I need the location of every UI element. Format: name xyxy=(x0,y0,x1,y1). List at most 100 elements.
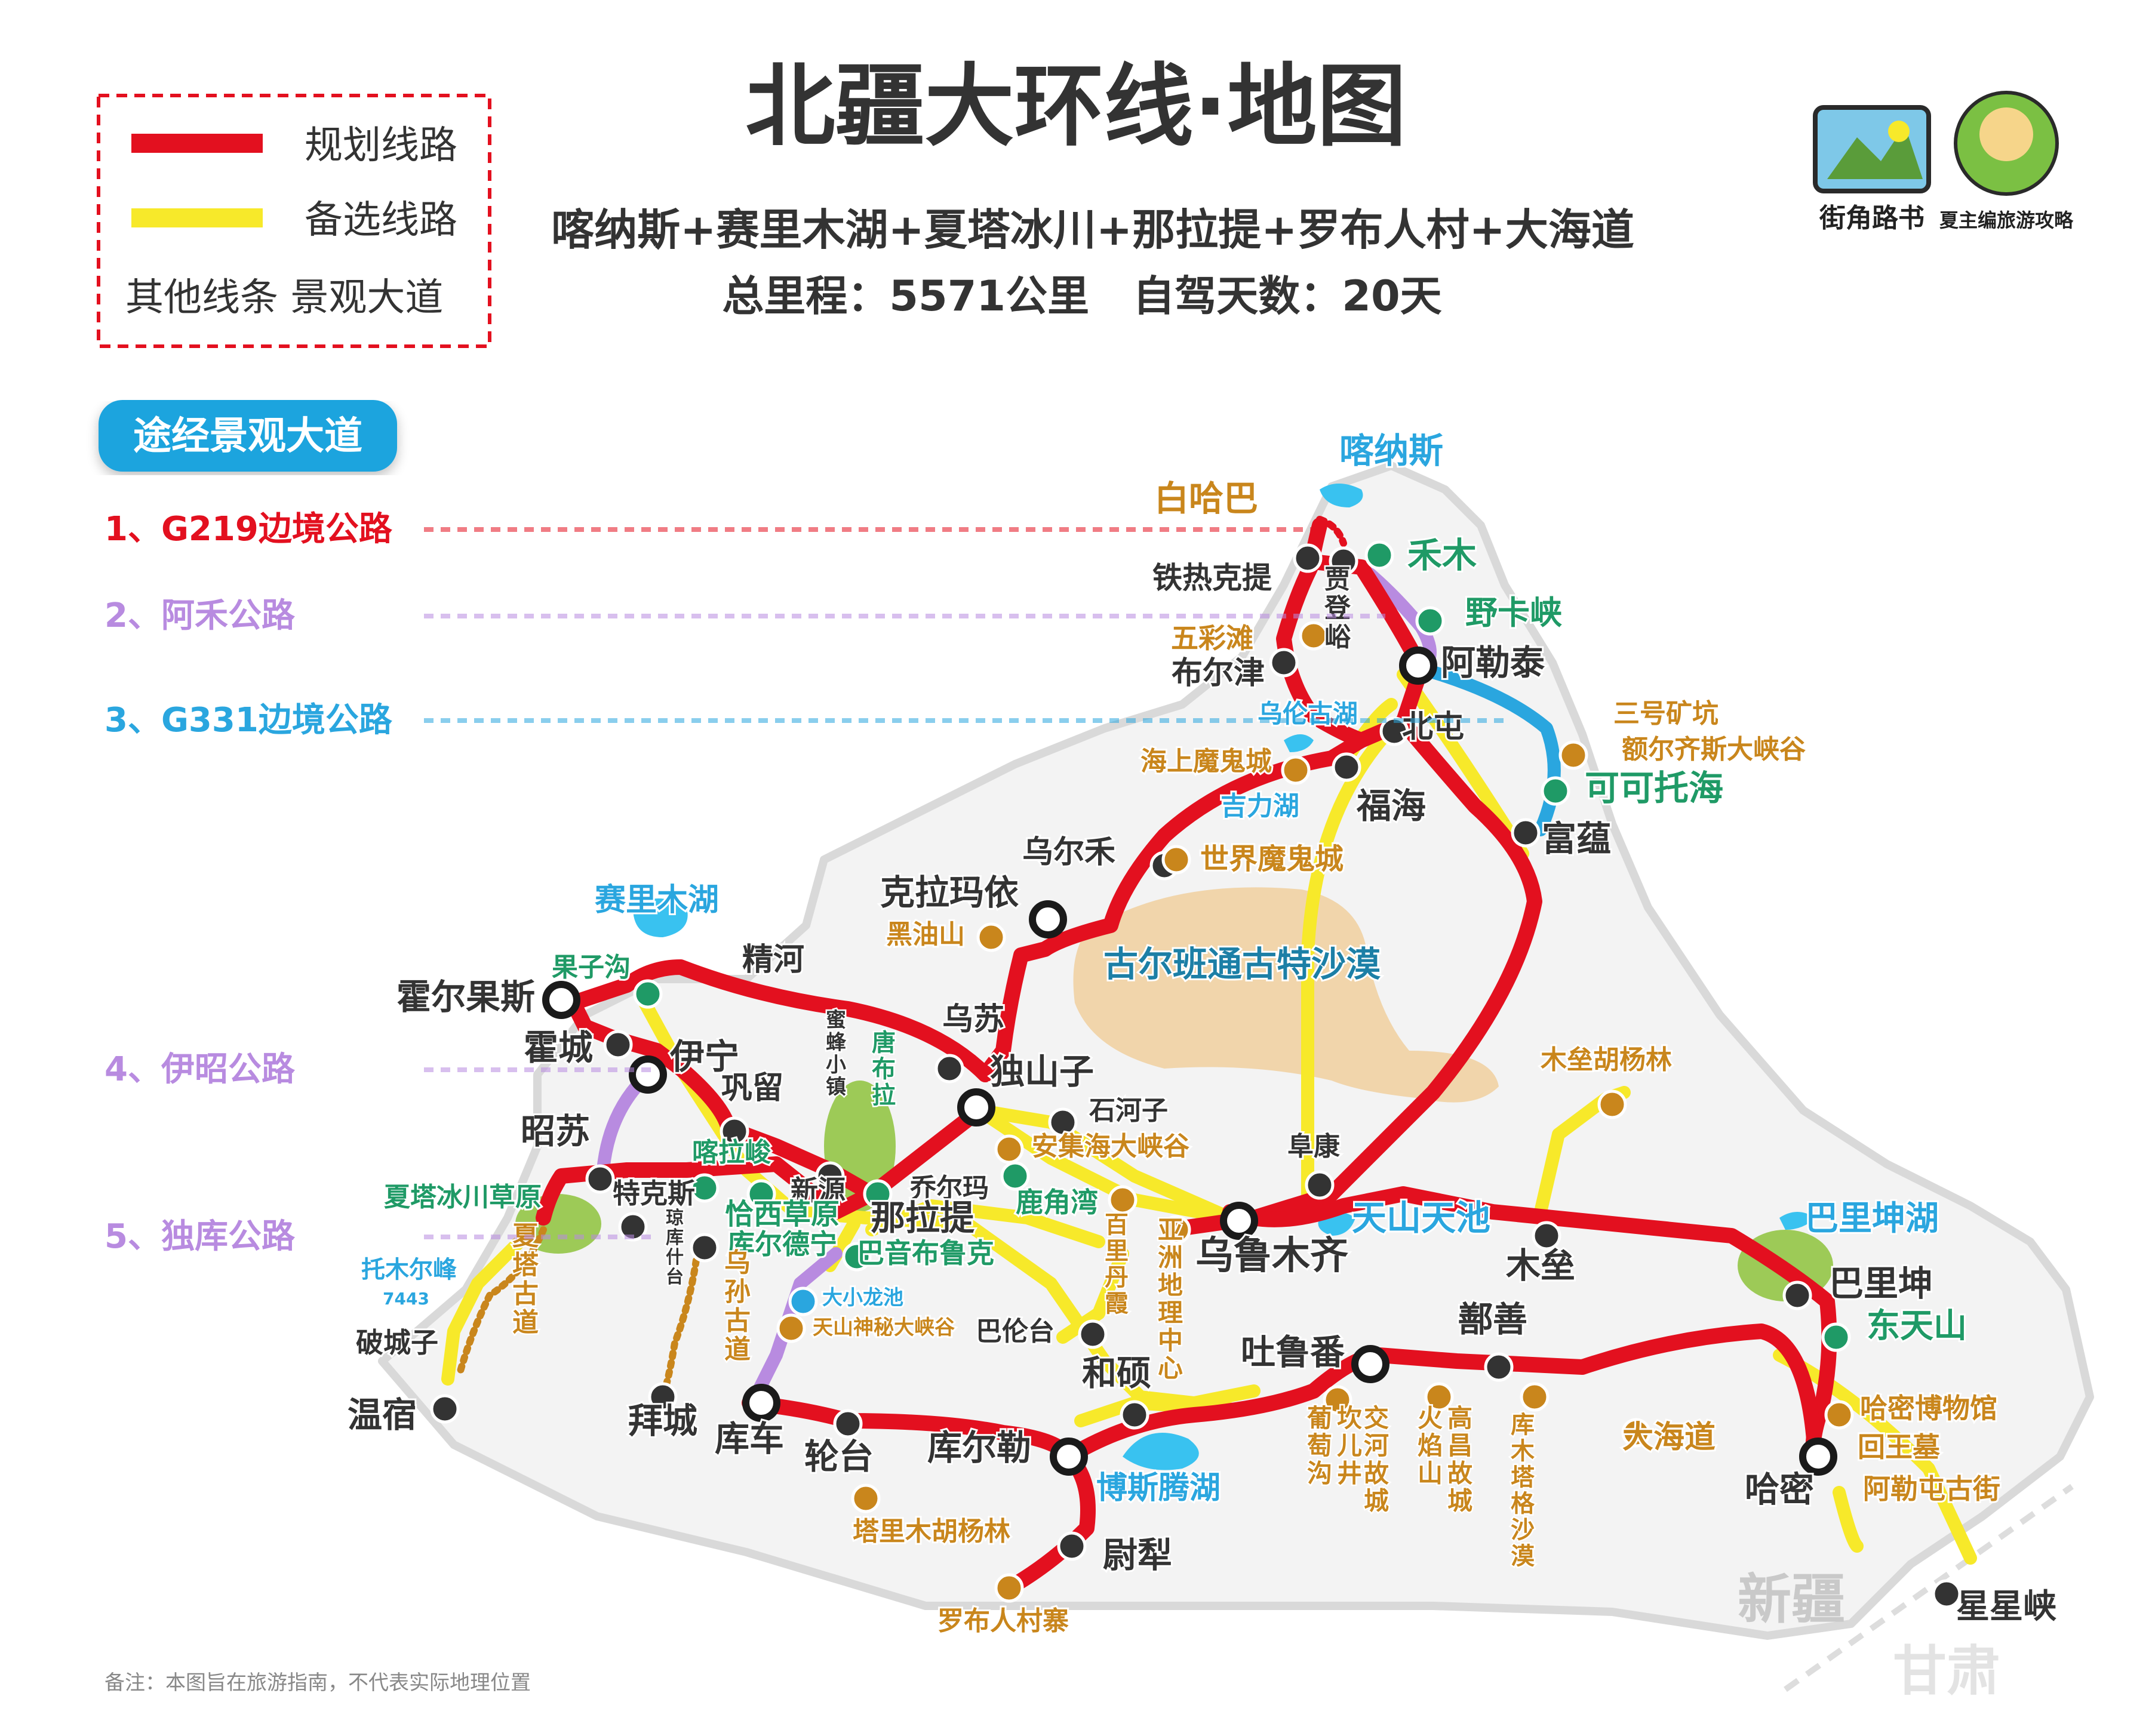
label-dahaidao: 大海道 xyxy=(1622,1420,1716,1455)
label-huiwangmu: 回王墓 xyxy=(1858,1431,1941,1463)
legend: 规划线路 备选线路 其他线条 景观大道 xyxy=(97,94,491,348)
scenic-road-4: 4、伊昭公路 xyxy=(104,1050,296,1089)
legend-other-label: 其他线条 景观大道 xyxy=(125,276,443,320)
label-dongtianshan: 东天山 xyxy=(1867,1307,1967,1346)
label-asia_center: 亚洲地理中心 xyxy=(1158,1215,1183,1383)
label-tianchi: 天山天池 xyxy=(1352,1198,1490,1238)
label-bosten: 博斯腾湖 xyxy=(1096,1470,1221,1506)
stop-marker xyxy=(1078,1319,1108,1349)
label-heiyoushan: 黑油山 xyxy=(886,919,965,950)
xinjiang-label: 新疆 xyxy=(1738,1568,1845,1631)
label-kumtag: 库木塔格沙漠 xyxy=(1511,1411,1535,1570)
label-tekes: 特克斯 xyxy=(613,1177,695,1209)
label-tomur_alt: 7443 xyxy=(383,1289,429,1309)
map-stats: 总里程：5571公里 自驾天数：20天 xyxy=(722,272,1441,321)
label-guozigou: 果子沟 xyxy=(552,952,631,983)
scenic-spot-marker xyxy=(1415,606,1445,636)
stop-marker xyxy=(1329,546,1358,576)
stop-marker xyxy=(815,1161,845,1191)
stop-marker xyxy=(690,1233,720,1263)
label-yining: 伊宁 xyxy=(669,1036,739,1077)
label-barkol: 巴里坤 xyxy=(1829,1263,1933,1304)
province-boundary xyxy=(1784,1483,2074,1692)
label-keketuohai: 可可托海 xyxy=(1585,768,1723,808)
stop-marker xyxy=(585,1164,615,1194)
label-wucaitan: 五彩滩 xyxy=(1171,622,1253,654)
label-yekaxia: 野卡峡 xyxy=(1465,594,1562,632)
label-mulei_forest: 木垒胡杨林 xyxy=(1541,1045,1672,1075)
major-stop-marker xyxy=(1029,900,1067,938)
stop-marker xyxy=(1782,1281,1812,1310)
gansu-label: 甘肃 xyxy=(1893,1640,2000,1703)
label-burqin: 布尔津 xyxy=(1172,655,1265,691)
brand-logo-1: 街角路书 xyxy=(1813,105,1931,233)
kanas-lake xyxy=(1320,484,1363,507)
label-tianshan_canyon: 天山神秘大峡谷 xyxy=(813,1316,955,1340)
label-wulungu: 乌伦古湖 xyxy=(1258,699,1358,728)
label-putaogou: 葡萄沟 xyxy=(1307,1403,1332,1488)
scenic-road-2: 2、阿禾公路 xyxy=(104,596,296,635)
label-fuhai: 福海 xyxy=(1356,786,1426,826)
scenic-spot-marker xyxy=(1281,755,1311,785)
place-markers xyxy=(430,540,1962,1609)
label-jinghe: 精河 xyxy=(742,942,804,978)
scenic-spot-marker xyxy=(1424,1382,1454,1412)
stop-marker xyxy=(1120,1400,1149,1430)
label-tomur: 托木尔峰 xyxy=(361,1256,457,1283)
stop-marker xyxy=(833,1409,863,1439)
label-urumqi: 乌鲁木齐 xyxy=(1195,1234,1348,1278)
label-jiaohe: 交河故城 xyxy=(1364,1403,1389,1516)
label-mifeng: 蜜蜂小镇 xyxy=(826,1008,847,1099)
label-haishang: 海上魔鬼城 xyxy=(1140,746,1272,777)
stop-marker xyxy=(1532,1221,1561,1251)
label-luntai: 轮台 xyxy=(804,1436,874,1477)
label-hami_museum: 哈密博物馆 xyxy=(1860,1392,1997,1424)
scenic-road-3: 3、G331边境公路 xyxy=(104,701,393,740)
label-kanerjing: 坎儿井 xyxy=(1337,1403,1362,1488)
label-jiadengyu: 贾登峪 xyxy=(1324,564,1351,652)
label-lujiaowan: 鹿角湾 xyxy=(1016,1186,1098,1218)
major-stop-marker xyxy=(742,1384,780,1422)
stop-marker xyxy=(934,1054,964,1084)
stop-marker xyxy=(1932,1579,1962,1609)
label-pochengzi: 破城子 xyxy=(356,1326,438,1359)
label-shanshan: 鄯善 xyxy=(1458,1299,1527,1340)
label-sanhao: 三号矿坑 xyxy=(1613,698,1718,729)
legend-planned-label: 规划线路 xyxy=(305,124,457,168)
label-beitun: 北屯 xyxy=(1402,709,1464,745)
label-jilihu: 吉力湖 xyxy=(1221,791,1299,821)
label-baihaba: 白哈巴 xyxy=(1154,478,1258,519)
scenic-spot-marker xyxy=(1520,1382,1550,1412)
g219-dashed-section xyxy=(1316,516,1347,547)
label-karamay: 克拉玛依 xyxy=(880,872,1019,913)
label-shihezi: 石河子 xyxy=(1089,1095,1168,1126)
label-mulei: 木垒 xyxy=(1506,1245,1575,1286)
wulungu-lake xyxy=(1284,734,1314,752)
stop-marker xyxy=(1511,818,1541,848)
label-korla: 库尔勒 xyxy=(927,1427,1031,1468)
label-xiata: 夏塔冰川草原 xyxy=(384,1182,542,1212)
stop-marker xyxy=(648,1382,678,1412)
label-xiatagudao: 夏塔古道 xyxy=(512,1221,539,1338)
scenic-spot-marker xyxy=(1299,621,1329,651)
label-daxiaolongchi: 大小龙池 xyxy=(822,1286,903,1310)
scenic-spot-marker xyxy=(1824,1400,1854,1430)
label-hami: 哈密 xyxy=(1745,1469,1814,1510)
label-fukang: 阜康 xyxy=(1287,1131,1340,1162)
place-labels: 喀纳斯白哈巴禾木铁热克提野卡峡五彩滩布尔津阿勒泰乌伦古湖北屯三号矿坑额尔齐斯大峡… xyxy=(346,429,2058,1638)
label-wusu: 乌苏 xyxy=(942,1002,1004,1038)
major-stop-marker xyxy=(957,1088,995,1126)
label-luobu: 罗布人村寨 xyxy=(937,1606,1069,1636)
footnote: 备注：本图旨在旅游指南，不代表实际地理位置 xyxy=(104,1671,531,1695)
label-baicheng: 拜城 xyxy=(628,1401,697,1441)
label-barkol_lake: 巴里坤湖 xyxy=(1805,1199,1939,1238)
scenic-spot-marker xyxy=(1597,1089,1627,1119)
label-turpan: 吐鲁番 xyxy=(1241,1332,1345,1372)
label-bayinbuluke: 巴音布鲁克 xyxy=(857,1237,994,1269)
label-tarim_forest: 塔里木胡杨林 xyxy=(853,1516,1010,1547)
map-subtitle: 喀纳斯+赛里木湖+夏塔冰川+那拉提+罗布人村+大海道 xyxy=(551,205,1634,255)
label-qiaxi: 恰西草原 xyxy=(725,1198,840,1231)
major-stop-marker xyxy=(1351,1345,1389,1383)
label-qiongkushitai: 琼库什台 xyxy=(666,1208,684,1288)
scenic-spot-marker xyxy=(1108,1185,1138,1215)
